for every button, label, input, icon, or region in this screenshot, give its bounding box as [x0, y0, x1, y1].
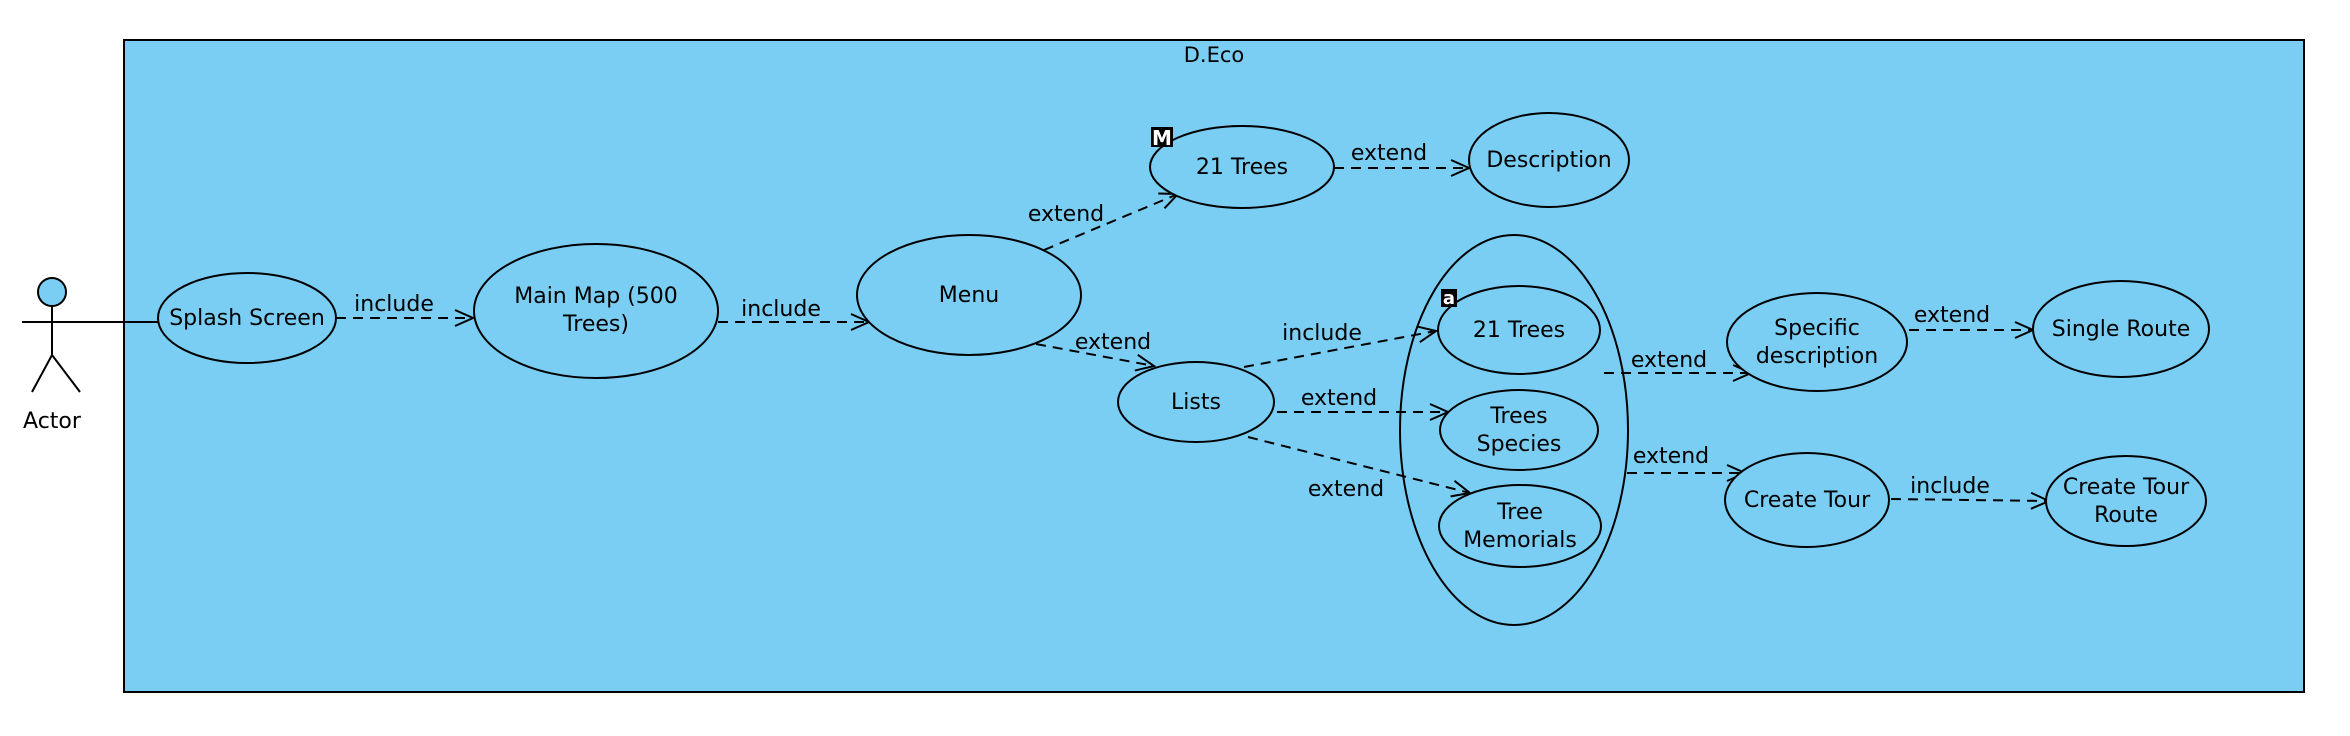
svg-text:21 Trees: 21 Trees [1196, 155, 1288, 180]
use-case-label-line-1: Specific [1774, 316, 1860, 341]
rel-lists-trees21 [1243, 331, 1436, 368]
use-case-label: Create Tour [1744, 488, 1871, 513]
use-case-splash-screen[interactable]: Splash Screen [157, 272, 337, 364]
actor-head [37, 277, 67, 307]
use-case-label-line-1: Trees [1489, 404, 1547, 429]
svg-text:Create Tour: Create Tour [1744, 488, 1871, 513]
actor[interactable]: Actor [22, 277, 82, 434]
system-title: D.Eco [1184, 43, 1245, 67]
use-case-label-line-2: Memorials [1463, 528, 1577, 553]
a-marker-label: a [1443, 288, 1455, 309]
label-trees21top-description: extend [1351, 141, 1427, 166]
label-specific-single: extend [1914, 303, 1990, 328]
svg-text:Description: Description [1486, 148, 1611, 173]
svg-text:Lists: Lists [1171, 390, 1221, 415]
svg-text:Single Route: Single Route [2052, 317, 2191, 342]
svg-text:21 Trees: 21 Trees [1473, 318, 1565, 343]
use-case-label: 21 Trees [1196, 155, 1288, 180]
svg-text:Splash Screen: Splash Screen [169, 306, 325, 331]
use-case-label: Single Route [2052, 317, 2191, 342]
label-menu-trees21top: extend [1028, 202, 1104, 227]
use-case-create-tour[interactable]: Create Tour [1724, 452, 1890, 548]
use-case-label-line-1: Tree [1496, 500, 1543, 525]
use-case-description[interactable]: Description [1468, 112, 1630, 208]
label-lists-trees21: include [1282, 321, 1362, 346]
use-case-single-route[interactable]: Single Route [2032, 280, 2210, 378]
use-case-label: Description [1486, 148, 1611, 173]
lists-group-ellipse [1399, 234, 1629, 626]
rel-menu-lists [1035, 343, 1154, 366]
use-case-21-trees-top[interactable]: 21 Trees M [1149, 125, 1335, 209]
use-case-label-line-2: Species [1477, 432, 1562, 457]
label-menu-lists: extend [1075, 330, 1151, 355]
actor-label: Actor [23, 409, 82, 434]
label-mainmap-menu: include [741, 297, 821, 322]
a-marker-icon [1441, 289, 1457, 307]
use-case-label-line-2: description [1756, 344, 1878, 369]
label-group-createtour: extend [1633, 444, 1709, 469]
label-lists-species: extend [1301, 386, 1377, 411]
rel-menu-trees21top [1043, 194, 1178, 251]
use-case-lists[interactable]: Lists [1117, 361, 1275, 443]
m-marker-icon [1151, 127, 1173, 147]
label-createtour-route: include [1910, 474, 1990, 499]
use-case-21-trees[interactable]: 21 Trees a [1437, 285, 1601, 375]
m-marker-label: M [1152, 126, 1172, 150]
use-case-label: Menu [939, 283, 999, 308]
rel-createtour-route [1890, 499, 2049, 501]
use-case-label: Splash Screen [169, 306, 325, 331]
rel-lists-memorials [1247, 436, 1470, 493]
use-case-label-line-1: Create Tour [2063, 475, 2190, 500]
label-group-specific: extend [1631, 348, 1707, 373]
use-case-label-line-2: Trees) [562, 312, 629, 337]
svg-text:Menu: Menu [939, 283, 999, 308]
use-case-label: Lists [1171, 390, 1221, 415]
use-case-label-line-1: Main Map (500 [514, 284, 678, 309]
label-lists-memorials: extend [1308, 477, 1384, 502]
use-case-label: 21 Trees [1473, 318, 1565, 343]
label-splash-mainmap: include [354, 292, 434, 317]
use-case-menu[interactable]: Menu [856, 234, 1082, 356]
use-case-specific-description[interactable]: Specific description [1726, 292, 1908, 392]
relations [336, 168, 2049, 501]
use-case-label-line-2: Route [2094, 503, 2158, 528]
